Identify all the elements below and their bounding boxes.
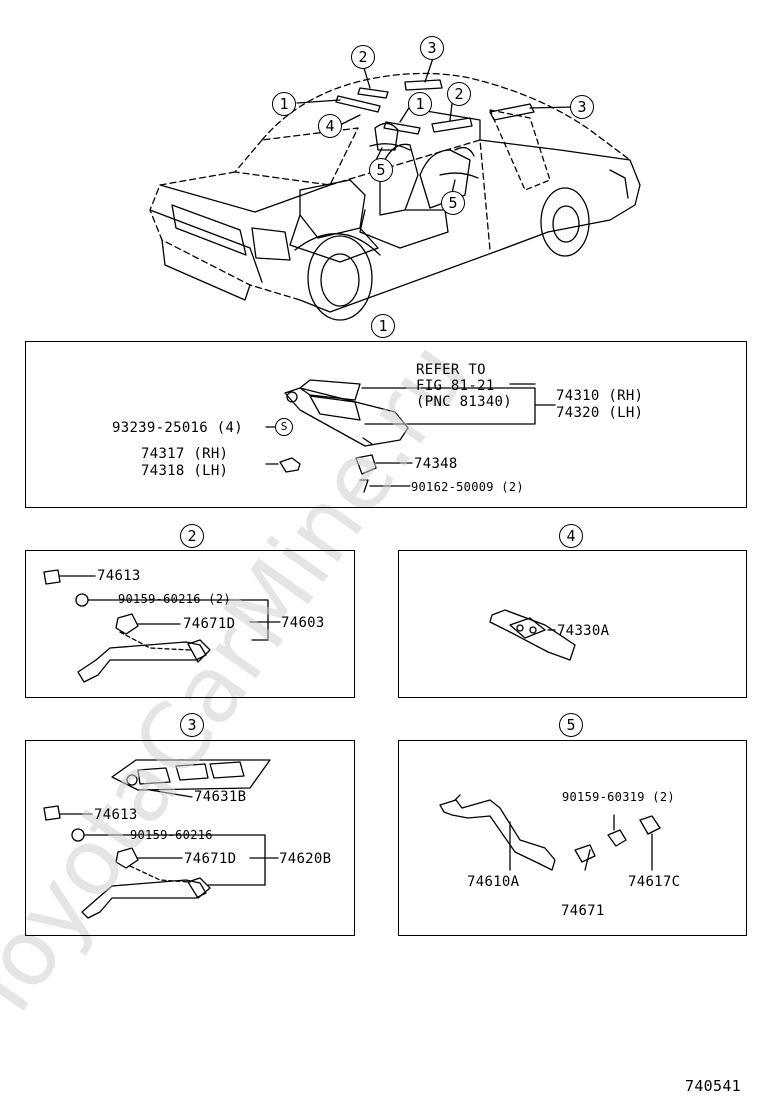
part-74318: 74318 (LH) [141, 463, 229, 479]
callout-2-mid: 2 [447, 82, 471, 106]
panel-5-number: 5 [559, 713, 583, 737]
part-74603: 74603 [281, 615, 325, 631]
part-74671: 74671 [561, 903, 605, 919]
grip-holder-drawing-4 [489, 609, 576, 661]
diagram-code: 740541 [685, 1077, 741, 1095]
part-74617C: 74617C [628, 874, 681, 890]
refer-line-3: (PNC 81340) [416, 394, 513, 410]
callout-5-rear: 5 [441, 191, 465, 215]
callout-1-left: 1 [272, 92, 296, 116]
callout-5-front: 5 [369, 158, 393, 182]
part-74671D: 74671D [183, 616, 236, 632]
part-74310: 74310 (RH) [556, 388, 644, 404]
panel-4-number: 4 [559, 524, 583, 548]
part-74330A: 74330A [557, 623, 610, 639]
part-74620B: 74620B [279, 851, 332, 867]
visor-holder-drawing [265, 457, 301, 473]
callout-2-top: 2 [351, 45, 375, 69]
part-74348: 74348 [414, 456, 458, 472]
part-90159-60319: 90159-60319 (2) [562, 790, 675, 804]
callout-3-right: 3 [570, 95, 594, 119]
visor-bracket-drawing [355, 454, 413, 493]
part-74613: 74613 [97, 568, 141, 584]
part-74317: 74317 (RH) [141, 446, 229, 462]
sun-visor-drawing [284, 379, 556, 447]
part-74671D: 74671D [184, 851, 237, 867]
part-74631B: 74631B [194, 789, 247, 805]
callout-3-top: 3 [420, 36, 444, 60]
part-93239-25016: 93239-25016 (4) [112, 420, 243, 436]
part-90159-60216: 90159-60216 (2) [118, 592, 231, 606]
assist-grip-drawing-3 [43, 759, 279, 919]
panel-2-number: 2 [180, 524, 204, 548]
panel-1-number: 1 [371, 314, 395, 338]
part-74320: 74320 (LH) [556, 405, 644, 421]
part-90159-60216: 90159-60216 [130, 828, 213, 842]
panel-2-assist-grip [25, 550, 355, 698]
part-90162-50009: 90162-50009 (2) [411, 480, 524, 494]
panel-4-grip-holder [398, 550, 747, 698]
callout-4: 4 [318, 114, 342, 138]
panel-5-assist-grip [398, 740, 747, 936]
panel-1-sun-visor [25, 341, 747, 508]
assist-grip-drawing-2 [43, 569, 281, 683]
part-74613: 74613 [94, 807, 138, 823]
refer-line-2: FIG 81-21 [416, 378, 495, 394]
s-mark-icon: S [275, 418, 293, 436]
callout-1-mid: 1 [408, 92, 432, 116]
assist-grip-drawing-5 [439, 794, 661, 871]
refer-line-1: REFER TO [416, 362, 486, 378]
car-overview-illustration [149, 57, 641, 321]
panel-3-number: 3 [180, 713, 204, 737]
panel-3-assist-grip [25, 740, 355, 936]
part-74610A: 74610A [467, 874, 520, 890]
